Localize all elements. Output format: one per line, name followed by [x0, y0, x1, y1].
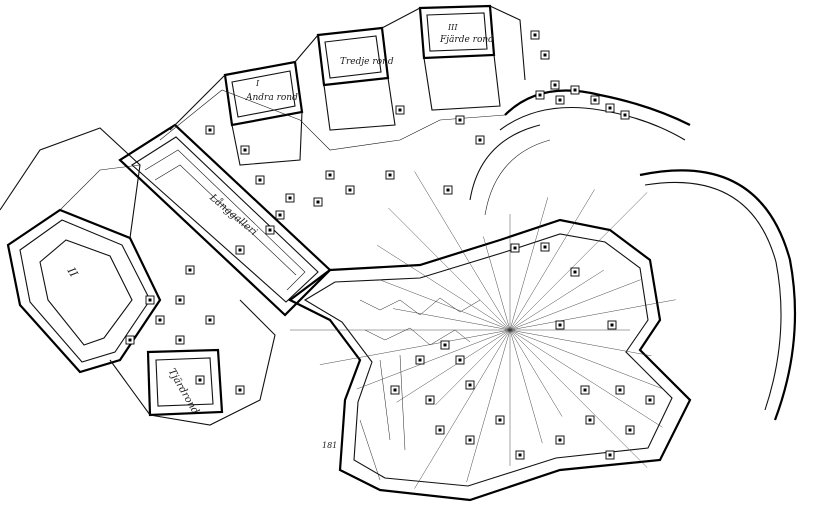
- left-hall-label: II: [64, 264, 81, 280]
- pier-square: [535, 90, 545, 100]
- pier-square: [625, 425, 635, 435]
- pier-square: [495, 415, 505, 425]
- pier-square: [615, 385, 625, 395]
- pier-square: [555, 320, 565, 330]
- pier-square: [145, 295, 155, 305]
- construction-ray: [509, 329, 663, 428]
- wing-1-numeral: I: [255, 79, 260, 88]
- pier-square: [255, 175, 265, 185]
- pier-square: [185, 265, 195, 275]
- construction-ray: [509, 269, 604, 331]
- left-hall: II: [0, 127, 162, 374]
- column-piers: [125, 30, 655, 460]
- pier-square: [390, 385, 400, 395]
- construction-ray: [509, 329, 648, 468]
- pier-square: [175, 295, 185, 305]
- construction-ray: [376, 245, 511, 331]
- construction-ray: [509, 192, 648, 331]
- construction-ray: [509, 329, 563, 417]
- construction-rays: [290, 171, 676, 489]
- pier-square: [530, 30, 540, 40]
- pier-square: [620, 110, 630, 120]
- pier-square: [555, 435, 565, 445]
- pier-square: [395, 105, 405, 115]
- pier-square: [235, 245, 245, 255]
- pier-square: [455, 355, 465, 365]
- pier-square: [515, 450, 525, 460]
- construction-ray: [509, 329, 652, 357]
- construction-ray: [414, 171, 511, 331]
- pier-square: [590, 95, 600, 105]
- pier-square: [540, 50, 550, 60]
- small-court: Tjärdrond: [109, 299, 276, 426]
- pier-square: [570, 267, 580, 277]
- small-court-label: Tjärdrond: [166, 367, 201, 416]
- pier-square: [443, 185, 453, 195]
- crescent-arc: [639, 169, 797, 421]
- central-crossing: [287, 218, 692, 502]
- pier-square: [440, 340, 450, 350]
- construction-ray: [388, 207, 511, 331]
- pier-square: [540, 242, 550, 252]
- pier-square: [205, 315, 215, 325]
- pier-square: [645, 395, 655, 405]
- pier-square: [175, 335, 185, 345]
- wing-2-label: Tredje rond: [340, 57, 394, 67]
- pier-square: [265, 225, 275, 235]
- pier-square: [285, 193, 295, 203]
- pier-square: [125, 335, 135, 345]
- corner-mark: 181: [322, 441, 337, 450]
- pier-square: [155, 315, 165, 325]
- construction-ray: [466, 329, 511, 483]
- pier-square: [325, 170, 335, 180]
- pier-square: [605, 450, 615, 460]
- upper-wings: I Andra rond II Tredje rond III Fjärde r…: [159, 4, 526, 166]
- pier-square: [510, 243, 520, 253]
- wing-1-label: Andra rond: [245, 93, 298, 103]
- pier-square: [455, 115, 465, 125]
- pier-square: [605, 103, 615, 113]
- construction-ray: [509, 189, 595, 331]
- pier-square: [465, 435, 475, 445]
- construction-ray: [356, 329, 511, 390]
- construction-ray: [379, 279, 511, 331]
- pier-square: [580, 385, 590, 395]
- pier-square: [195, 375, 205, 385]
- construction-ray: [509, 329, 664, 390]
- pier-square: [550, 80, 560, 90]
- construction-ray: [319, 329, 511, 365]
- construction-ray: [435, 329, 511, 406]
- pier-square: [435, 425, 445, 435]
- pier-square: [475, 135, 485, 145]
- construction-ray: [483, 236, 511, 331]
- construction-ray: [392, 308, 511, 331]
- pier-square: [570, 85, 580, 95]
- pier-square: [313, 197, 323, 207]
- wing-3-numeral: III: [447, 23, 458, 32]
- long-gallery: Långgalleri: [118, 123, 332, 317]
- pier-square: [415, 355, 425, 365]
- construction-ray: [396, 329, 511, 403]
- construction-ray: [509, 197, 549, 331]
- pier-square: [275, 210, 285, 220]
- construction-ray: [509, 329, 543, 444]
- construction-ray: [509, 279, 641, 331]
- pier-square: [607, 320, 617, 330]
- curved-colonnade: [469, 89, 691, 216]
- pier-square: [585, 415, 595, 425]
- pier-square: [345, 185, 355, 195]
- pier-square: [235, 385, 245, 395]
- pier-square: [555, 95, 565, 105]
- construction-ray: [509, 299, 676, 331]
- pier-square: [425, 395, 435, 405]
- pier-square: [205, 125, 215, 135]
- pier-square: [240, 145, 250, 155]
- pier-square: [465, 380, 475, 390]
- pier-square: [385, 170, 395, 180]
- construction-ray: [414, 329, 511, 489]
- wing-3-label: Fjärde rond: [439, 35, 494, 45]
